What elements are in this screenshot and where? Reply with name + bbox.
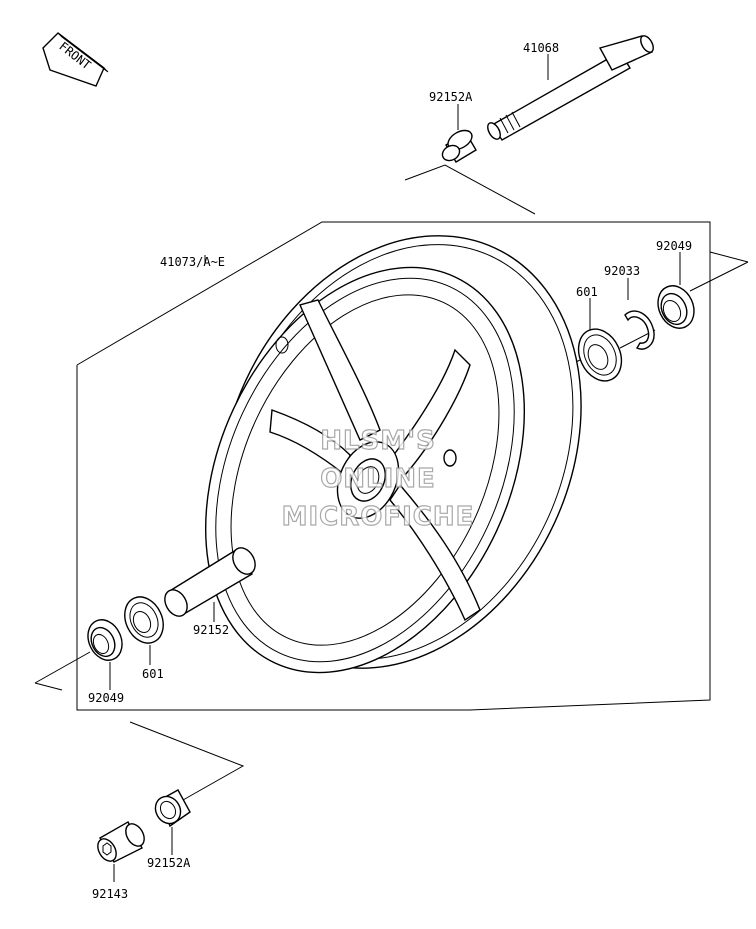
watermark-line-2: ONLINE [320,464,436,494]
wheel-frame [76,221,711,711]
spacer-92152 [164,547,256,617]
label-41068: 41068 [523,41,559,55]
watermark-line-1: HLSM'S [320,426,436,456]
label-92049-right: 92049 [656,239,692,253]
watermark: HLSM'S ONLINE MICROFICHE [281,425,475,532]
bearing-601-right [577,328,623,382]
label-92152A-top: 92152A [429,90,473,104]
seal-92049-left [87,619,123,661]
collar-92152A-left [154,789,191,828]
circlip-92033 [624,310,655,350]
label-92152A-bottom: 92152A [147,856,191,870]
axle-leader-lines [404,164,536,215]
label-601-right: 601 [576,285,598,299]
label-92033: 92033 [604,264,640,278]
seal-92049-right [657,285,695,329]
label-92049-left: 92049 [88,691,124,705]
label-601-left: 601 [142,667,164,681]
label-92152: 92152 [193,623,229,637]
label-92143: 92143 [92,887,128,901]
sleeve-92143 [97,821,145,863]
front-arrow-icon: FRONT [42,32,109,87]
bearing-601-left [124,596,164,644]
label-41073: 41073/A~E [160,255,225,269]
collar-92152A-right [441,129,477,163]
wheel-41073 [205,235,582,674]
axle-41068 [487,35,654,141]
watermark-line-3: MICROFICHE [282,502,475,532]
